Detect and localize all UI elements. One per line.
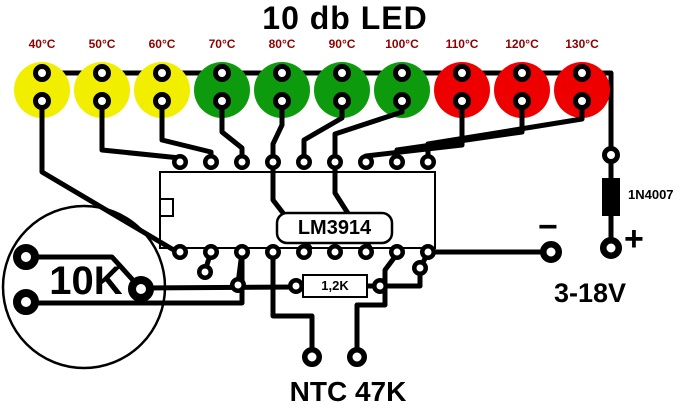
copper-trace (354, 251, 400, 360)
solder-pad (420, 154, 436, 170)
solder-pad (203, 154, 219, 170)
solder-pad (327, 154, 343, 170)
supply-voltage-label: 3-18V (553, 278, 627, 308)
ic-notch (159, 198, 174, 217)
copper-trace (138, 284, 299, 291)
led-circle-70c (194, 62, 250, 118)
solder-pad (153, 64, 171, 82)
solder-pad (393, 92, 411, 110)
plus-terminal-label: + (624, 220, 644, 258)
potentiometer-label: 10K (49, 259, 123, 303)
solder-pad (230, 277, 246, 293)
ic-label: LM3914 (297, 217, 372, 239)
solder-pad (265, 244, 281, 260)
led-label-40c: 40°C (28, 37, 56, 51)
led-circle-50c (74, 62, 130, 118)
led-circle-110c (434, 62, 490, 118)
led-label-50c: 50°C (88, 37, 116, 51)
solder-pad (358, 154, 374, 170)
thermistor-label: NTC 47K (289, 376, 407, 407)
solder-pad (234, 154, 250, 170)
solder-pad (333, 92, 351, 110)
led-label-130c: 130°C (565, 37, 599, 51)
solder-pad (234, 244, 250, 260)
solder-pad (296, 244, 312, 260)
led-label-60c: 60°C (148, 37, 176, 51)
solder-pad (420, 244, 436, 260)
solder-pad (412, 260, 428, 276)
solder-pad (513, 92, 531, 110)
solder-pad (358, 244, 374, 260)
solder-pad (213, 92, 231, 110)
led-label-80c: 80°C (268, 37, 296, 51)
solder-pad (33, 92, 51, 110)
solder-pad (389, 154, 405, 170)
led-circle-90c (314, 62, 370, 118)
solder-pad (540, 241, 562, 263)
solder-pad (128, 276, 154, 302)
solder-pad (389, 244, 405, 260)
solder-pad (602, 146, 620, 164)
pads-layer (13, 64, 622, 367)
led-label-110c: 110°C (445, 37, 479, 51)
solder-pad (347, 347, 367, 367)
solder-pad (372, 278, 388, 294)
ic-label-box (275, 211, 394, 245)
solder-pad (453, 64, 471, 82)
led-label-100c: 100°C (385, 37, 419, 51)
led-row (14, 62, 610, 118)
led-label-70c: 70°C (208, 37, 236, 51)
solder-pad (265, 154, 281, 170)
diode-label: 1N4007 (627, 187, 675, 202)
solder-pad (13, 244, 39, 270)
solder-pad (288, 278, 304, 294)
solder-pad (203, 244, 219, 260)
solder-pad (333, 64, 351, 82)
page-title: 10 db LED (262, 0, 428, 36)
minus-terminal-label: − (538, 208, 558, 246)
led-circle-130c (554, 62, 610, 118)
solder-pad (453, 92, 471, 110)
solder-pad (33, 64, 51, 82)
resistor-label: 1,2K (321, 278, 349, 293)
solder-pad (273, 92, 291, 110)
solder-pad (302, 347, 322, 367)
traces-layer (23, 98, 614, 360)
solder-pad (573, 64, 591, 82)
diode-body (602, 178, 620, 216)
solder-pad (153, 92, 171, 110)
solder-pad (213, 64, 231, 82)
solder-pad (93, 64, 111, 82)
solder-pad (393, 64, 411, 82)
solder-pad (513, 64, 531, 82)
solder-pad (600, 237, 622, 259)
solder-pad (296, 154, 312, 170)
solder-pad (172, 154, 188, 170)
led-circle-40c (14, 62, 70, 118)
copper-trace (270, 249, 315, 360)
led-label-90c: 90°C (328, 37, 356, 51)
copper-trace (23, 254, 144, 292)
solder-pad (197, 264, 213, 280)
solder-pad (13, 289, 39, 315)
led-circle-60c (134, 62, 190, 118)
led-circle-100c (374, 62, 430, 118)
solder-pad (327, 244, 343, 260)
solder-pad (172, 244, 188, 260)
led-label-120c: 120°C (505, 37, 539, 51)
solder-pad (93, 92, 111, 110)
led-circle-120c (494, 62, 550, 118)
solder-pad (573, 92, 591, 110)
copper-trace (270, 98, 285, 165)
solder-pad (273, 64, 291, 82)
led-circle-80c (254, 62, 310, 118)
